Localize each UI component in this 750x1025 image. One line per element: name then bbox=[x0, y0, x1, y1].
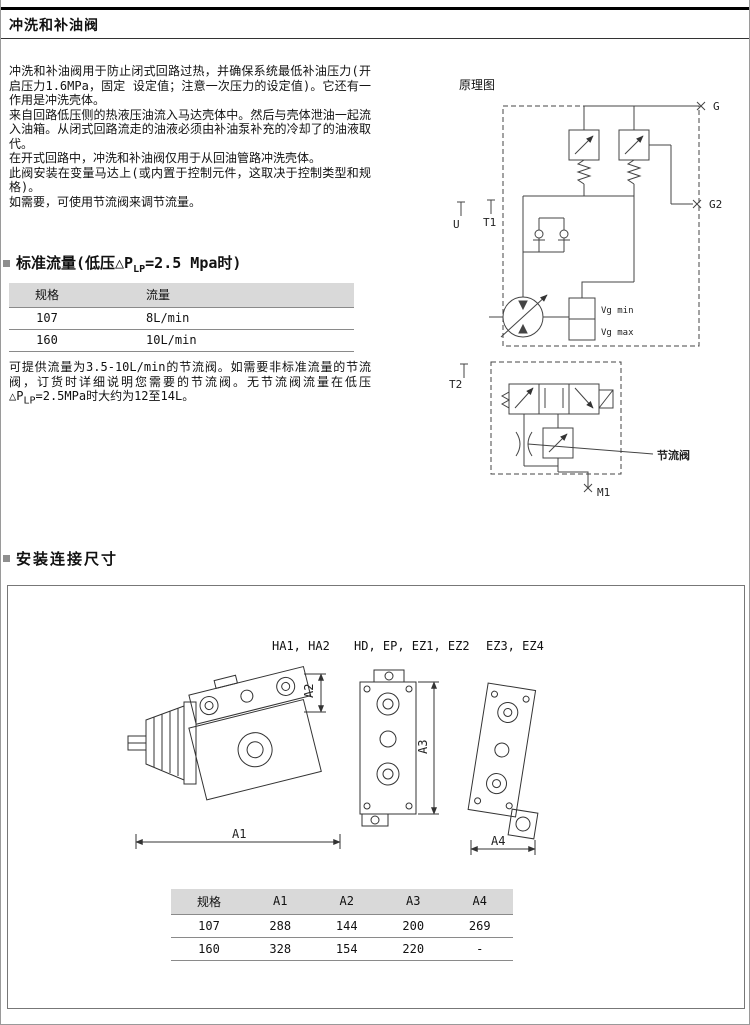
valve-drawing-right bbox=[467, 682, 539, 855]
table-cell: 144 bbox=[313, 914, 380, 938]
table-cell: 160 bbox=[171, 937, 247, 961]
table-cell: 8L/min bbox=[85, 307, 354, 330]
flow-section-heading-row: 标准流量(低压△PLP=2.5 Mpa时) bbox=[3, 252, 241, 275]
dim-label-a4: A4 bbox=[491, 834, 505, 848]
table-cell: 328 bbox=[247, 937, 314, 961]
table-header-cell: A1 bbox=[247, 889, 314, 915]
port-label-g: G bbox=[713, 100, 720, 113]
bullet-square-icon bbox=[3, 555, 10, 562]
intro-paragraph: 此阀安装在变量马达上(或内置于控制元件，这取决于控制类型和规格)。 bbox=[9, 165, 371, 195]
table-row: 160 328 154 220 - bbox=[171, 937, 513, 961]
top-rule bbox=[1, 7, 749, 10]
intro-paragraph: 如需要，可使用节流阀来调节流量。 bbox=[9, 194, 202, 209]
intro-paragraph: 冲洗和补油阀用于防止闭式回路过热，并确保系统最低补油压力(开启压力1.6MPa，… bbox=[9, 64, 371, 107]
schematic-title: 原理图 bbox=[459, 78, 496, 92]
note-text: =2.5MPa时大约为12至14L。 bbox=[35, 389, 195, 403]
title-rule bbox=[1, 38, 749, 39]
table-cell: 288 bbox=[247, 914, 314, 938]
bullet-square-icon bbox=[3, 260, 10, 267]
dim-label-a3: A3 bbox=[416, 740, 430, 754]
table-cell: 10L/min bbox=[85, 329, 354, 352]
dimensions-box: HA1, HA2 HD, EP, EZ1, EZ2 EZ3, EZ4 bbox=[7, 585, 745, 1009]
table-cell: 269 bbox=[446, 914, 513, 938]
table-cell: 154 bbox=[313, 937, 380, 961]
schematic-lines bbox=[457, 101, 706, 493]
dimensions-section-heading-row: 安装连接尺寸 bbox=[3, 548, 118, 569]
table-header-cell: A4 bbox=[446, 889, 513, 915]
dim-label-a2: A2 bbox=[302, 684, 316, 698]
throttle-valve-label: 节流阀 bbox=[657, 448, 690, 462]
dimension-drawings: A1 A2 A3 A4 bbox=[127, 665, 539, 855]
port-label-m1: M1 bbox=[597, 486, 610, 499]
table-cell: 107 bbox=[9, 307, 85, 330]
intro-paragraph: 在开式回路中，冲洗和补油阀仅用于从回油管路冲洗壳体。 bbox=[9, 151, 322, 165]
table-row: 107 288 144 200 269 bbox=[171, 914, 513, 938]
table-row: 107 8L/min bbox=[9, 307, 354, 330]
intro-text: 冲洗和补油阀用于防止闭式回路过热，并确保系统最低补油压力(开启压力1.6MPa，… bbox=[9, 64, 371, 209]
table-header-row: 规格 流量 bbox=[9, 283, 354, 308]
intro-paragraph: 来自回路低压侧的热液压油流入马达壳体中。然后与壳体泄油一起流入油箱。从闭式回路流… bbox=[9, 107, 371, 151]
table-header-cell: A3 bbox=[380, 889, 447, 915]
valve-drawing-middle bbox=[359, 669, 439, 827]
variant-label: HD, EP, EZ1, EZ2 bbox=[354, 639, 470, 653]
table-header-cell: 规格 bbox=[171, 889, 247, 915]
table-header-cell: A2 bbox=[313, 889, 380, 915]
dimensions-section-heading: 安装连接尺寸 bbox=[16, 550, 119, 568]
dimensions-table: 规格 A1 A2 A3 A4 107 288 144 200 269 160 3 bbox=[171, 889, 513, 961]
table-header-cell: 流量 bbox=[85, 283, 354, 308]
vg-max-label: Vg max bbox=[601, 328, 634, 338]
heading-text: =2.5 Mpa时) bbox=[145, 254, 242, 272]
table-header-cell: 规格 bbox=[9, 283, 85, 308]
variant-label: EZ3, EZ4 bbox=[486, 639, 544, 653]
heading-subscript: LP bbox=[133, 264, 146, 275]
port-label-t2: T2 bbox=[449, 378, 462, 391]
table-row: 160 10L/min bbox=[9, 329, 354, 352]
dim-label-a1: A1 bbox=[232, 827, 246, 841]
page-title: 冲洗和补油阀 bbox=[9, 18, 99, 34]
table-cell: 107 bbox=[171, 914, 247, 938]
table-header-row: 规格 A1 A2 A3 A4 bbox=[171, 889, 513, 915]
heading-text: 标准流量(低压△P bbox=[16, 254, 134, 272]
vg-min-label: Vg min bbox=[601, 306, 634, 316]
flow-note: 可提供流量为3.5-10L/min的节流阀。如需要非标准流量的节流阀，订货时详细… bbox=[9, 360, 371, 409]
flow-section-heading: 标准流量(低压△PLP=2.5 Mpa时) bbox=[16, 252, 241, 275]
table-cell: 200 bbox=[380, 914, 447, 938]
port-label-u: U bbox=[453, 218, 460, 231]
variant-label: HA1, HA2 bbox=[272, 639, 330, 653]
table-cell: - bbox=[446, 937, 513, 961]
note-subscript: LP bbox=[23, 395, 36, 407]
table-cell: 220 bbox=[380, 937, 447, 961]
motor-drawing-left bbox=[127, 665, 341, 849]
port-label-t1: T1 bbox=[483, 216, 496, 229]
note-text: 可提供流量为3.5-10L/min的节流阀。如需要非标准流量的节流阀，订货时详细… bbox=[9, 360, 371, 403]
port-label-g2: G2 bbox=[709, 198, 722, 211]
flow-table: 规格 流量 107 8L/min 160 10L/min bbox=[9, 283, 354, 352]
hydraulic-schematic: G G2 U T1 T2 M1 Vg min Vg max 节流阀 bbox=[449, 100, 722, 499]
table-cell: 160 bbox=[9, 329, 85, 352]
